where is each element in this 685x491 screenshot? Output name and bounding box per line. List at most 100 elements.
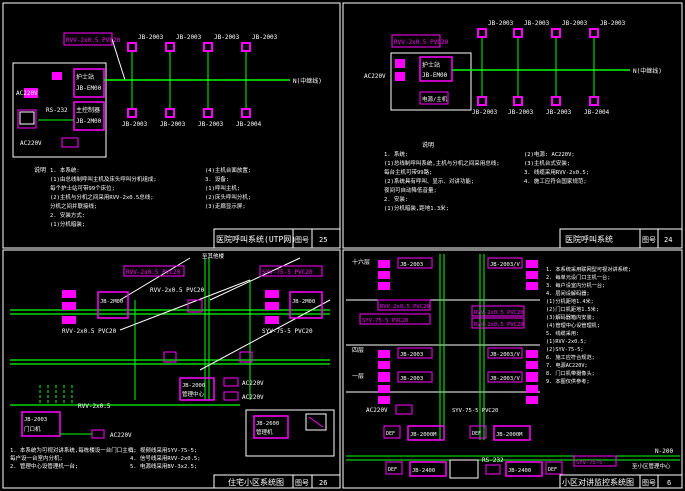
svg-text:JB-2000: JB-2000	[182, 383, 205, 389]
svg-text:分机之间并联接线;: 分机之间并联接线;	[50, 202, 97, 210]
p4-terminal-1-0-1	[378, 361, 390, 369]
svg-text:JB-2400: JB-2400	[508, 468, 531, 474]
panel-2-hospital-call: RVV-2x0.5 PVC20 护士站 JB-EM00 AC220V 电源/主机…	[364, 20, 662, 212]
p2-top-cable-label: RVV-2x0.5 PVC20	[394, 39, 449, 46]
svg-text:AC220V: AC220V	[242, 380, 264, 387]
p4-terminal-1-1-0	[526, 350, 538, 358]
p4-terminal-2-0-2	[378, 396, 390, 404]
title-block-4: 小区对讲监控系统图 图号 6	[559, 474, 683, 489]
p4-terminal-0-0-2	[378, 282, 390, 290]
svg-text:1. 本系统采用联网型可视对讲系统;: 1. 本系统采用联网型可视对讲系统;	[546, 265, 631, 273]
svg-text:AC220V: AC220V	[110, 432, 132, 439]
p4-unit-label-1-1: JB-2003/V	[490, 352, 520, 358]
svg-text:SYV-75-5 PVC20: SYV-75-5 PVC20	[452, 408, 498, 414]
main-unit-2-model: JB-2M00	[76, 118, 102, 125]
p4-unit-0-0	[397, 257, 433, 269]
svg-text:JB-2M00: JB-2M00	[292, 299, 315, 305]
svg-text:(1)分机暗装,距地1.3米;: (1)分机暗装,距地1.3米;	[384, 204, 449, 212]
p4-unit-label-0-1: JB-2003/V	[490, 262, 520, 268]
main-unit-1	[73, 68, 105, 98]
svg-text:JB-2M00: JB-2M00	[100, 299, 123, 305]
p4-unit-label-0-0: JB-2003	[400, 262, 423, 268]
p2-power-label: AC220V	[364, 73, 386, 80]
svg-text:(1)总线制呼叫系统,主机与分机之间采用总线;: (1)总线制呼叫系统,主机与分机之间采用总线;	[384, 159, 500, 167]
sheet-title-1: 医院呼叫系统(UTP网)	[216, 234, 296, 244]
title-block-3: 住宅小区系统图 图号 26	[213, 474, 341, 489]
svg-text:JB-2003: JB-2003	[24, 417, 47, 423]
rs232-label: RS-232	[46, 107, 68, 114]
svg-text:SYV-75-5 PVC20: SYV-75-5 PVC20	[262, 328, 313, 335]
svg-text:N-200: N-200	[655, 448, 673, 455]
svg-text:十六层: 十六层	[352, 258, 370, 266]
svg-text:3. 每户设室内分机一台;: 3. 每户设室内分机一台;	[546, 281, 605, 289]
svg-text:护士站: 护士站	[422, 61, 440, 69]
sheet-number-1: 25	[319, 236, 327, 244]
bus-label: N(中继线)	[293, 77, 322, 85]
p2-aux-unit	[419, 91, 449, 105]
sheet-border-2	[342, 2, 683, 249]
svg-text:JB-2000M: JB-2000M	[410, 432, 437, 438]
svg-text:说明: 说明	[422, 141, 434, 149]
sheet-border-1	[2, 2, 341, 249]
svg-text:(3)解码器箱内安装;: (3)解码器箱内安装;	[546, 313, 595, 321]
svg-text:4. 施工应符合国家规范;: 4. 施工应符合国家规范;	[524, 177, 587, 185]
p4-terminal-2-1-2	[526, 396, 538, 404]
svg-text:4. 信号线采用RVV-2x0.5;: 4. 信号线采用RVV-2x0.5;	[130, 454, 201, 462]
top-cable-label: RVV-2x0.5 PVC20	[66, 37, 121, 44]
svg-text:RVV-2x0.5 PVC20: RVV-2x0.5 PVC20	[474, 322, 524, 328]
svg-text:1. 系统:: 1. 系统:	[384, 150, 408, 158]
p4-terminal-2-0-0	[378, 374, 390, 382]
svg-text:RVV-2x0.5 PVC20: RVV-2x0.5 PVC20	[62, 328, 117, 335]
svg-text:每台主机可带99路;: 每台主机可带99路;	[384, 168, 432, 176]
aux-box-1	[52, 72, 62, 80]
svg-text:3. 视频线采用SYV-75-5;: 3. 视频线采用SYV-75-5;	[130, 446, 197, 454]
svg-text:每个护士站可带99个床位;: 每个护士站可带99个床位;	[50, 184, 115, 192]
svg-text:(2)SYV-75-5;: (2)SYV-75-5;	[546, 347, 583, 353]
p2-main-unit	[419, 56, 453, 82]
p4-terminal-1-1-1	[526, 361, 538, 369]
svg-text:SYV-75-5 PVC20: SYV-75-5 PVC20	[262, 269, 313, 276]
svg-text:JB-2600: JB-2600	[256, 421, 279, 427]
svg-text:3. 设备:: 3. 设备:	[205, 175, 229, 183]
title-block-2: 医院呼叫系统 图号 24	[559, 228, 683, 249]
svg-text:DEF: DEF	[386, 431, 395, 437]
svg-text:3. 线缆采用RVV-2x0.5;: 3. 线缆采用RVV-2x0.5;	[524, 168, 589, 176]
p2-room-bottom-label-2: JB-2003	[546, 109, 572, 116]
svg-text:RVV-2x0.5 PVC20: RVV-2x0.5 PVC20	[380, 304, 430, 310]
svg-text:AC220V: AC220V	[366, 407, 388, 414]
sheet-number-3: 26	[319, 479, 327, 487]
svg-text:8. 门口机带摄像头;: 8. 门口机带摄像头;	[546, 369, 595, 377]
svg-text:2. 管理中心设管理机一台;: 2. 管理中心设管理机一台;	[10, 462, 78, 470]
svg-text:5. 电源线采用BV-3x2.5;: 5. 电源线采用BV-3x2.5;	[130, 462, 197, 470]
p2-top-cable-box	[391, 34, 441, 48]
power-label-2: AC220V	[20, 140, 42, 147]
p4-unit-label-2-1: JB-2003/V	[490, 376, 520, 382]
svg-text:管理机: 管理机	[256, 428, 273, 436]
svg-text:电源/主机: 电源/主机	[422, 95, 448, 103]
p4-terminal-0-1-2	[526, 282, 538, 290]
panel-1-notes: 说明 1. 本系统: (1)由总线制呼叫主机及床头呼叫分机组成; 每个护士站可带…	[34, 166, 251, 228]
svg-text:RVV-2x0.5 PVC20: RVV-2x0.5 PVC20	[126, 269, 181, 276]
p1-room-bottom-label-3: JB-2004	[236, 121, 262, 128]
svg-text:四层: 四层	[352, 347, 364, 354]
svg-text:(2)门口机距地1.5米;: (2)门口机距地1.5米;	[546, 305, 599, 313]
svg-text:2. 每单元设门口主机一台;: 2. 每单元设门口主机一台;	[546, 273, 610, 281]
p4-unit-2-1	[487, 371, 523, 383]
p4-unit-label-2-0: JB-2003	[400, 376, 423, 382]
p4-terminal-2-0-1	[378, 385, 390, 393]
svg-text:2. 安装方式:: 2. 安装方式:	[50, 211, 85, 219]
svg-text:RVV-2x0.5 PVC20: RVV-2x0.5 PVC20	[474, 310, 524, 316]
p2-room-top-label-2: JB-2003	[562, 20, 588, 27]
p1-room-top-label-0: JB-2003	[138, 34, 164, 41]
p2-aux-1	[395, 59, 405, 68]
svg-text:JB-2400: JB-2400	[412, 468, 435, 474]
svg-text:9. 本图仅供参考;: 9. 本图仅供参考;	[546, 377, 590, 385]
svg-text:(2)床头呼叫分机;: (2)床头呼叫分机;	[205, 193, 251, 201]
svg-text:一层: 一层	[352, 373, 364, 380]
panel-2-notes: 说明 1. 系统: (1)总线制呼叫系统,主机与分机之间采用总线; 每台主机可带…	[384, 141, 589, 212]
panel-4-notes: 1. 本系统采用联网型可视对讲系统; 2. 每单元设门口主机一台; 3. 每户设…	[546, 265, 631, 385]
svg-text:管理中心: 管理中心	[182, 390, 205, 398]
svg-text:JB-2000M: JB-2000M	[496, 432, 523, 438]
svg-text:夜间可自动降低音量;: 夜间可自动降低音量;	[384, 186, 437, 194]
